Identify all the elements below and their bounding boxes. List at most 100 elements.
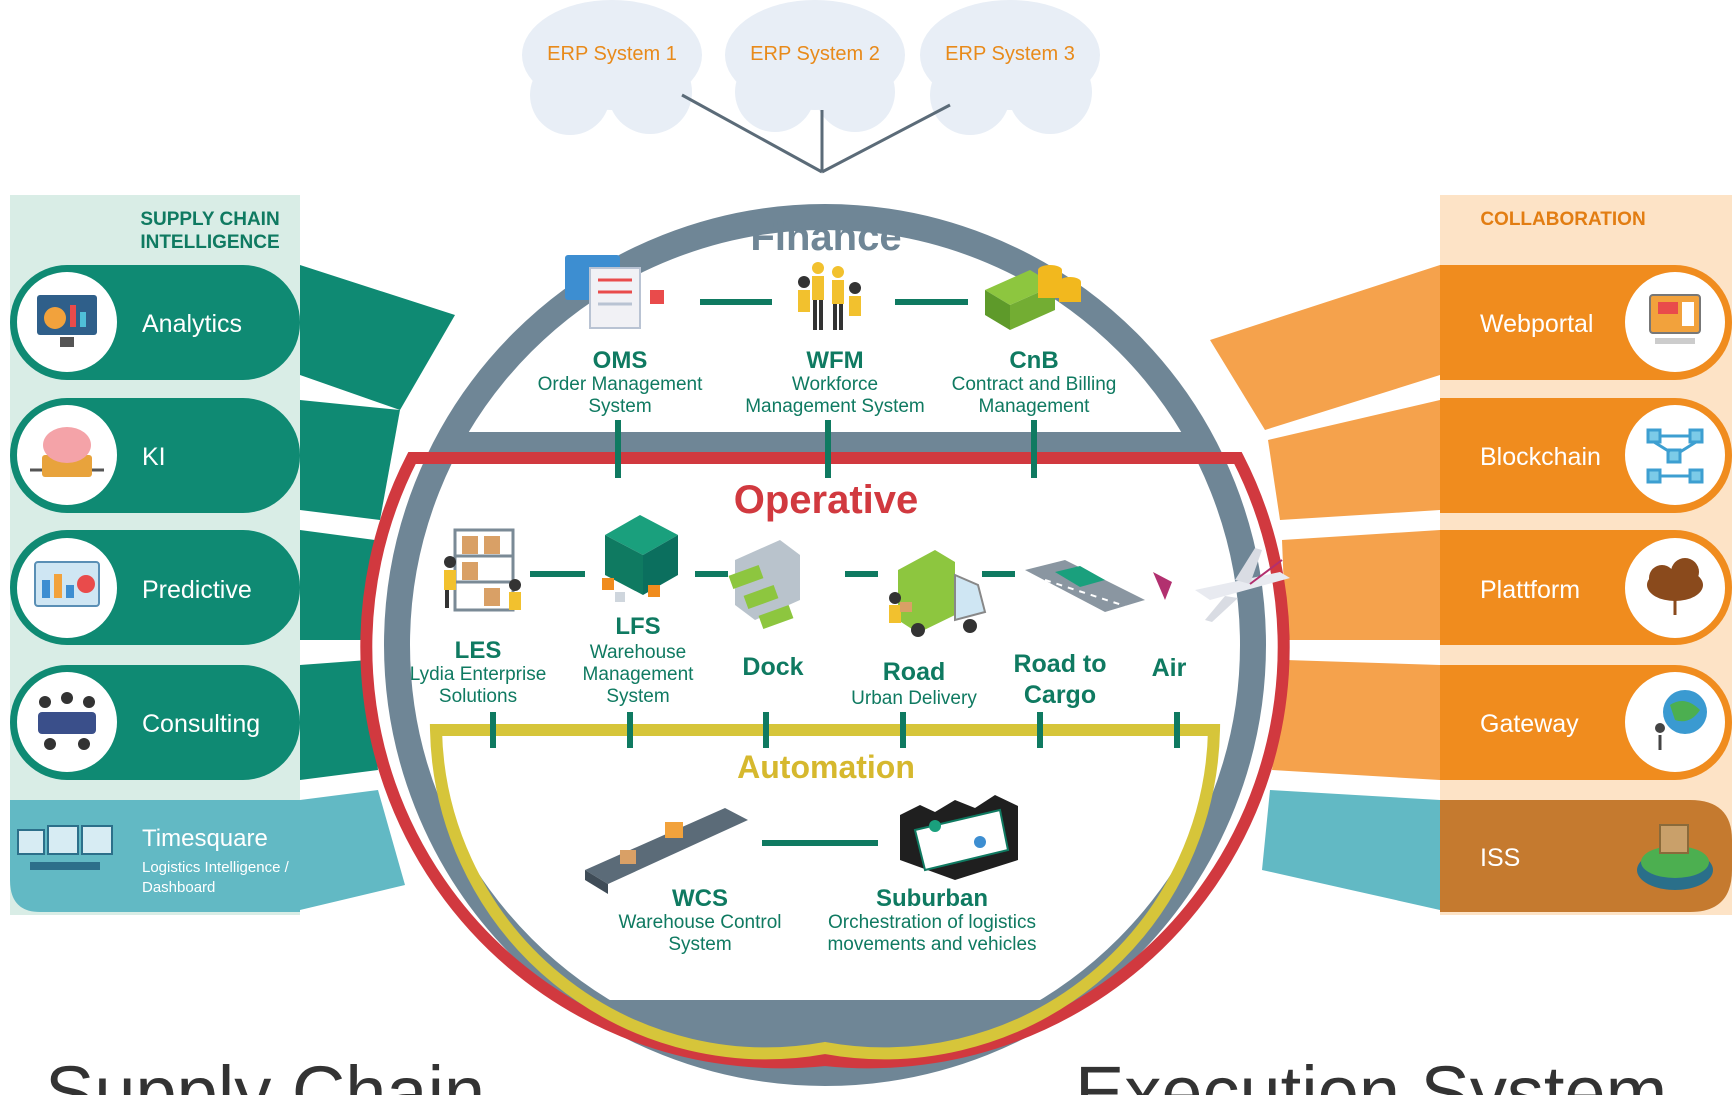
blockchain-network-icon bbox=[1646, 428, 1704, 484]
loading-dock-trucks-icon bbox=[728, 540, 800, 630]
erp-label-3: ERP System 3 bbox=[945, 43, 1075, 65]
operative-les[interactable]: LES Lydia Enterprise Solutions bbox=[410, 528, 547, 707]
finance-wfm[interactable]: WFM Workforce Management System bbox=[745, 262, 925, 417]
lfs-desc-1: Warehouse bbox=[590, 642, 686, 663]
right-item-label: ISS bbox=[1480, 844, 1520, 872]
right-item-plattform[interactable]: Plattform bbox=[1440, 530, 1732, 645]
left-panel-title-2: INTELLIGENCE bbox=[140, 232, 279, 253]
operative-road[interactable]: Road Urban Delivery bbox=[851, 550, 987, 709]
money-coins-icon bbox=[985, 265, 1081, 330]
erp-cloud-2: ERP System 2 bbox=[725, 0, 905, 132]
lfs-desc-2: Management bbox=[583, 664, 695, 685]
wcs-desc-2: System bbox=[668, 934, 731, 955]
left-item-ki[interactable]: KI bbox=[10, 398, 300, 513]
footer-right-title: Execution System bbox=[1075, 1051, 1667, 1095]
automation-title: Automation bbox=[737, 749, 915, 785]
erp-label-2: ERP System 2 bbox=[750, 43, 880, 65]
left-item-consulting[interactable]: Consulting bbox=[10, 665, 300, 780]
timesquare-label: Timesquare bbox=[142, 825, 268, 852]
dock-name: Dock bbox=[742, 653, 803, 681]
automation-section: Automation WCS Warehouse Control System … bbox=[585, 749, 1037, 955]
cargo-truck-road-icon bbox=[1025, 560, 1145, 612]
wfm-desc-1: Workforce bbox=[792, 374, 878, 395]
oms-name: OMS bbox=[593, 347, 648, 374]
timesquare-sub-2: Dashboard bbox=[142, 879, 215, 896]
operative-lfs[interactable]: LFS Warehouse Management System bbox=[583, 515, 695, 707]
right-item-label: Plattform bbox=[1480, 576, 1580, 604]
predictive-dashboard-icon bbox=[34, 561, 100, 607]
right-panel-title: COLLABORATION bbox=[1480, 209, 1645, 230]
operative-road-to-cargo[interactable]: Road to Cargo bbox=[1013, 560, 1145, 709]
road-desc-1: Urban Delivery bbox=[851, 688, 977, 709]
left-item-predictive[interactable]: Predictive bbox=[10, 530, 300, 645]
suburban-name: Suburban bbox=[876, 885, 988, 912]
left-panel-title-1: SUPPLY CHAIN bbox=[140, 209, 279, 230]
airplane-icon bbox=[1153, 548, 1290, 622]
wcs-name: WCS bbox=[672, 885, 728, 912]
operative-air[interactable]: Air bbox=[1152, 548, 1290, 682]
right-item-label: Webportal bbox=[1480, 310, 1594, 338]
finance-title: Finance bbox=[750, 215, 901, 259]
right-item-blockchain[interactable]: Blockchain bbox=[1440, 398, 1732, 513]
les-desc-1: Lydia Enterprise bbox=[410, 664, 547, 685]
right-item-webportal[interactable]: Webportal bbox=[1440, 265, 1732, 380]
left-item-analytics[interactable]: Analytics bbox=[10, 265, 300, 380]
air-name: Air bbox=[1152, 654, 1187, 682]
finance-section: Finance OMS Order Management System bbox=[538, 215, 1117, 478]
right-item-iss[interactable]: ISS bbox=[1440, 800, 1732, 912]
finance-oms[interactable]: OMS Order Management System bbox=[538, 255, 703, 417]
road-to-cargo-name-2: Cargo bbox=[1024, 681, 1096, 709]
order-documents-icon bbox=[565, 255, 664, 329]
left-item-label: KI bbox=[142, 443, 166, 471]
wfm-name: WFM bbox=[806, 347, 863, 374]
erp-cloud-3: ERP System 3 bbox=[920, 0, 1100, 135]
consulting-meeting-icon bbox=[38, 692, 96, 750]
right-item-gateway[interactable]: Gateway bbox=[1440, 665, 1732, 780]
cloud-platform-icon bbox=[1647, 558, 1703, 615]
delivery-truck-icon bbox=[889, 550, 987, 637]
analytics-monitor-icon bbox=[37, 295, 97, 347]
operative-title: Operative bbox=[734, 478, 919, 522]
road-to-cargo-name-1: Road to bbox=[1013, 650, 1106, 678]
left-item-label: Consulting bbox=[142, 710, 260, 738]
suburban-desc-2: movements and vehicles bbox=[827, 934, 1036, 955]
operative-dock[interactable]: Dock bbox=[728, 540, 804, 681]
automation-wcs[interactable]: WCS Warehouse Control System bbox=[585, 808, 781, 955]
wcs-desc-1: Warehouse Control bbox=[619, 912, 782, 933]
warehouse-shelves-icon bbox=[444, 528, 521, 612]
cnb-name: CnB bbox=[1009, 347, 1058, 374]
lfs-desc-3: System bbox=[606, 686, 669, 707]
erp-label-1: ERP System 1 bbox=[547, 43, 677, 65]
les-desc-2: Solutions bbox=[439, 686, 517, 707]
automation-suburban[interactable]: Suburban Orchestration of logistics move… bbox=[827, 795, 1037, 955]
suburban-desc-1: Orchestration of logistics bbox=[828, 912, 1036, 933]
globe-package-icon bbox=[1637, 824, 1713, 890]
right-item-label: Blockchain bbox=[1480, 443, 1601, 471]
finance-cnb[interactable]: CnB Contract and Billing Management bbox=[952, 265, 1117, 417]
timesquare-sub-1: Logistics Intelligence / bbox=[142, 859, 290, 876]
left-item-label: Predictive bbox=[142, 576, 252, 604]
control-room-screens-icon bbox=[17, 825, 113, 870]
web-computer-icon bbox=[1649, 294, 1701, 344]
ai-brain-chip-icon bbox=[30, 427, 104, 477]
main-circle bbox=[360, 204, 1290, 1086]
factory-location-icon bbox=[900, 795, 1018, 880]
road-name: Road bbox=[883, 658, 946, 686]
wfm-desc-2: Management System bbox=[745, 396, 925, 417]
lfs-name: LFS bbox=[615, 613, 660, 640]
warehouse-box-icon bbox=[602, 515, 678, 602]
workforce-people-icon bbox=[798, 262, 861, 330]
operative-section: Operative LES Lydia Enterpris bbox=[410, 478, 1290, 748]
right-item-label: Gateway bbox=[1480, 710, 1579, 738]
conveyor-belt-icon bbox=[585, 808, 748, 894]
oms-desc-2: System bbox=[588, 396, 651, 417]
left-item-timesquare[interactable]: Timesquare Logistics Intelligence / Dash… bbox=[10, 800, 300, 912]
cnb-desc-2: Management bbox=[979, 396, 1091, 417]
erp-connectors bbox=[681, 93, 951, 174]
globe-gateway-icon bbox=[1655, 690, 1707, 750]
cnb-desc-1: Contract and Billing bbox=[952, 374, 1117, 395]
left-item-label: Analytics bbox=[142, 310, 242, 338]
footer-left-title: Supply Chain bbox=[45, 1051, 485, 1095]
erp-cloud-1: ERP System 1 bbox=[522, 0, 702, 135]
